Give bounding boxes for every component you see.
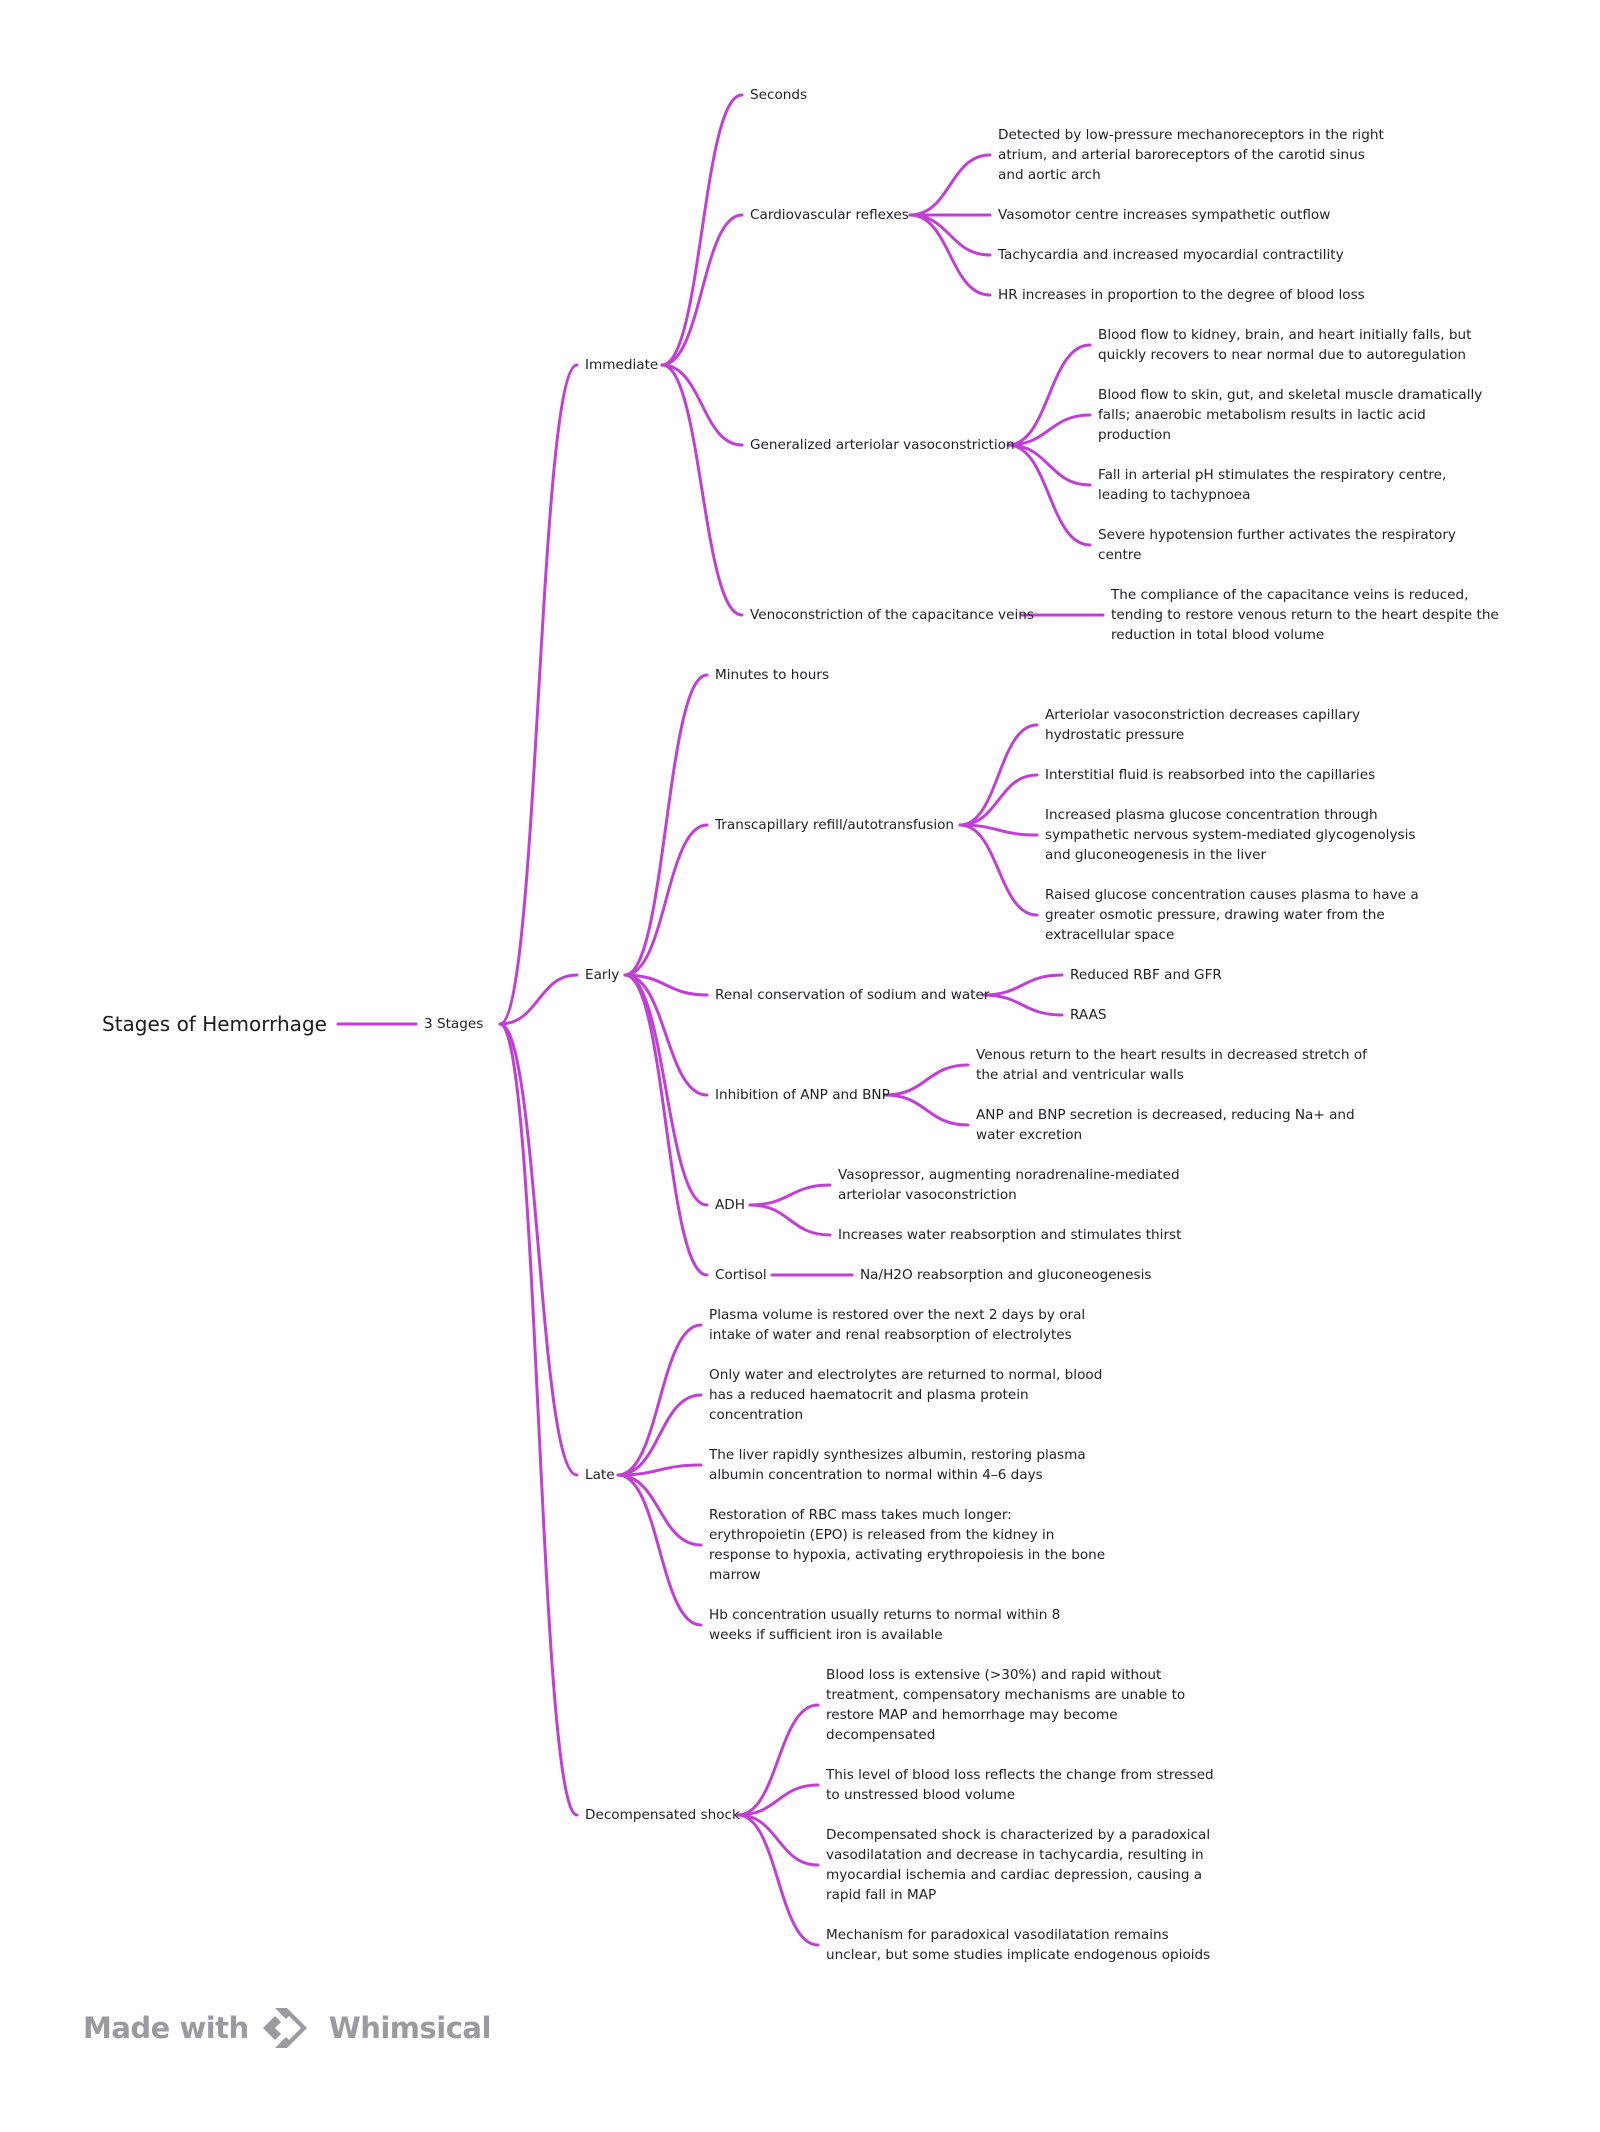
connector-early-e-trans (623, 823, 709, 977)
connector-early-e-minutes (623, 673, 709, 977)
connector-early-e-renal (623, 973, 709, 997)
node-e-renal[interactable]: Renal conservation of sodium and water (715, 987, 990, 1003)
node-tr-4[interactable]: Raised glucose concentration causes plas… (1045, 887, 1419, 943)
node-root[interactable]: Stages of Hemorrhage (102, 1012, 327, 1036)
node-imm-veno[interactable]: Venoconstriction of the capacitance vein… (750, 607, 1034, 623)
connector-imm-vaso-gv-4 (1006, 443, 1092, 547)
node-immediate[interactable]: Immediate (585, 357, 659, 373)
node-imm-vaso[interactable]: Generalized arteriolar vasoconstriction (750, 437, 1015, 453)
connector-lines (336, 93, 1105, 1947)
node-cv-2[interactable]: Vasomotor centre increases sympathetic o… (998, 207, 1331, 223)
node-tr-2[interactable]: Interstitial fluid is reabsorbed into th… (1045, 767, 1376, 783)
node-late[interactable]: Late (585, 1467, 615, 1483)
connector-e-adh-ad-2 (748, 1203, 832, 1237)
connector-e-renal-rn-1 (981, 973, 1064, 997)
node-rn-1[interactable]: Reduced RBF and GFR (1070, 967, 1222, 983)
node-ad-2[interactable]: Increases water reabsorption and stimula… (838, 1227, 1182, 1243)
node-tr-3[interactable]: Increased plasma glucose concentration t… (1045, 807, 1416, 863)
made-with-label: Made with (83, 2011, 249, 2045)
node-d-3[interactable]: Decompensated shock is characterized by … (826, 1827, 1211, 1903)
connector-immediate-imm-vaso (660, 363, 744, 447)
connector-late-l-4 (616, 1473, 703, 1547)
node-early[interactable]: Early (585, 967, 620, 983)
connector-late-l-2 (616, 1393, 703, 1477)
connector-e-trans-tr-2 (958, 773, 1039, 827)
node-e-minutes[interactable]: Minutes to hours (715, 667, 830, 683)
connector-e-anp-an-1 (883, 1063, 970, 1097)
node-e-adh[interactable]: ADH (715, 1197, 745, 1213)
node-co-1[interactable]: Na/H2O reabsorption and gluconeogenesis (860, 1267, 1152, 1283)
node-an-2[interactable]: ANP and BNP secretion is decreased, redu… (976, 1107, 1355, 1143)
node-l-3[interactable]: The liver rapidly synthesizes albumin, r… (709, 1447, 1086, 1483)
whimsical-logo-icon (262, 2008, 307, 2048)
connector-e-trans-tr-4 (958, 823, 1039, 917)
connector-imm-cardio-cv-3 (908, 213, 992, 257)
connector-stages-late (498, 1022, 579, 1477)
connector-imm-cardio-cv-4 (908, 213, 992, 297)
connector-immediate-imm-cardio (660, 213, 744, 367)
node-l-1[interactable]: Plasma volume is restored over the next … (709, 1307, 1086, 1343)
node-l-2[interactable]: Only water and electrolytes are returned… (709, 1367, 1103, 1423)
connector-decomp-d-3 (736, 1813, 820, 1867)
connector-early-e-cort (623, 973, 709, 1277)
node-d-2[interactable]: This level of blood loss reflects the ch… (826, 1767, 1214, 1803)
node-cv-1[interactable]: Detected by low-pressure mechanoreceptor… (998, 127, 1384, 183)
node-cv-3[interactable]: Tachycardia and increased myocardial con… (998, 247, 1344, 263)
node-vc-1[interactable]: The compliance of the capacitance veins … (1111, 587, 1499, 643)
node-l-5[interactable]: Hb concentration usually returns to norm… (709, 1607, 1061, 1643)
connector-decomp-d-4 (736, 1813, 820, 1947)
connector-e-trans-tr-1 (958, 723, 1039, 827)
node-gv-1[interactable]: Blood flow to kidney, brain, and heart i… (1098, 327, 1472, 363)
node-gv-3[interactable]: Fall in arterial pH stimulates the respi… (1098, 467, 1447, 503)
node-e-anp[interactable]: Inhibition of ANP and BNP (715, 1087, 890, 1103)
connector-e-trans-tr-3 (958, 823, 1039, 837)
connector-stages-decomp (498, 1022, 579, 1817)
connector-e-anp-an-2 (883, 1093, 970, 1127)
node-ad-1[interactable]: Vasopressor, augmenting noradrenaline-me… (838, 1167, 1180, 1203)
connector-immediate-imm-veno (660, 363, 744, 617)
node-gv-2[interactable]: Blood flow to skin, gut, and skeletal mu… (1098, 387, 1483, 443)
connector-late-l-3 (616, 1463, 703, 1477)
node-e-trans[interactable]: Transcapillary refill/autotransfusion (715, 817, 955, 833)
connector-e-renal-rn-2 (981, 993, 1064, 1017)
whimsical-brand-label: Whimsical (328, 2011, 492, 2045)
connector-e-adh-ad-1 (748, 1183, 832, 1207)
node-decomp[interactable]: Decompensated shock (585, 1807, 740, 1823)
node-l-4[interactable]: Restoration of RBC mass takes much longe… (709, 1507, 1106, 1583)
made-with-whimsical-badge[interactable]: Made with Whimsical (83, 2004, 491, 2052)
node-cv-4[interactable]: HR increases in proportion to the degree… (998, 287, 1365, 303)
connector-decomp-d-2 (736, 1783, 820, 1817)
node-an-1[interactable]: Venous return to the heart results in de… (976, 1047, 1367, 1083)
connector-imm-cardio-cv-1 (908, 153, 992, 217)
node-imm-cardio[interactable]: Cardiovascular reflexes (750, 207, 909, 223)
connector-imm-vaso-gv-2 (1006, 413, 1092, 447)
connector-immediate-imm-seconds (660, 93, 744, 367)
connector-imm-vaso-gv-1 (1006, 343, 1092, 447)
node-gv-4[interactable]: Severe hypotension further activates the… (1098, 527, 1456, 563)
node-d-1[interactable]: Blood loss is extensive (>30%) and rapid… (826, 1667, 1186, 1743)
node-tr-1[interactable]: Arteriolar vasoconstriction decreases ca… (1045, 707, 1361, 743)
connector-late-l-1 (616, 1323, 703, 1477)
connector-stages-early (498, 973, 579, 1026)
node-stages[interactable]: 3 Stages (424, 1016, 484, 1032)
node-rn-2[interactable]: RAAS (1070, 1007, 1107, 1023)
connector-imm-vaso-gv-3 (1006, 443, 1092, 487)
node-d-4[interactable]: Mechanism for paradoxical vasodilatation… (826, 1927, 1211, 1963)
connector-late-l-5 (616, 1473, 703, 1627)
connector-stages-immediate (498, 363, 579, 1026)
node-e-cort[interactable]: Cortisol (715, 1267, 767, 1283)
node-imm-seconds[interactable]: Seconds (750, 87, 808, 103)
connector-decomp-d-1 (736, 1703, 820, 1817)
connector-early-e-anp (623, 973, 709, 1097)
